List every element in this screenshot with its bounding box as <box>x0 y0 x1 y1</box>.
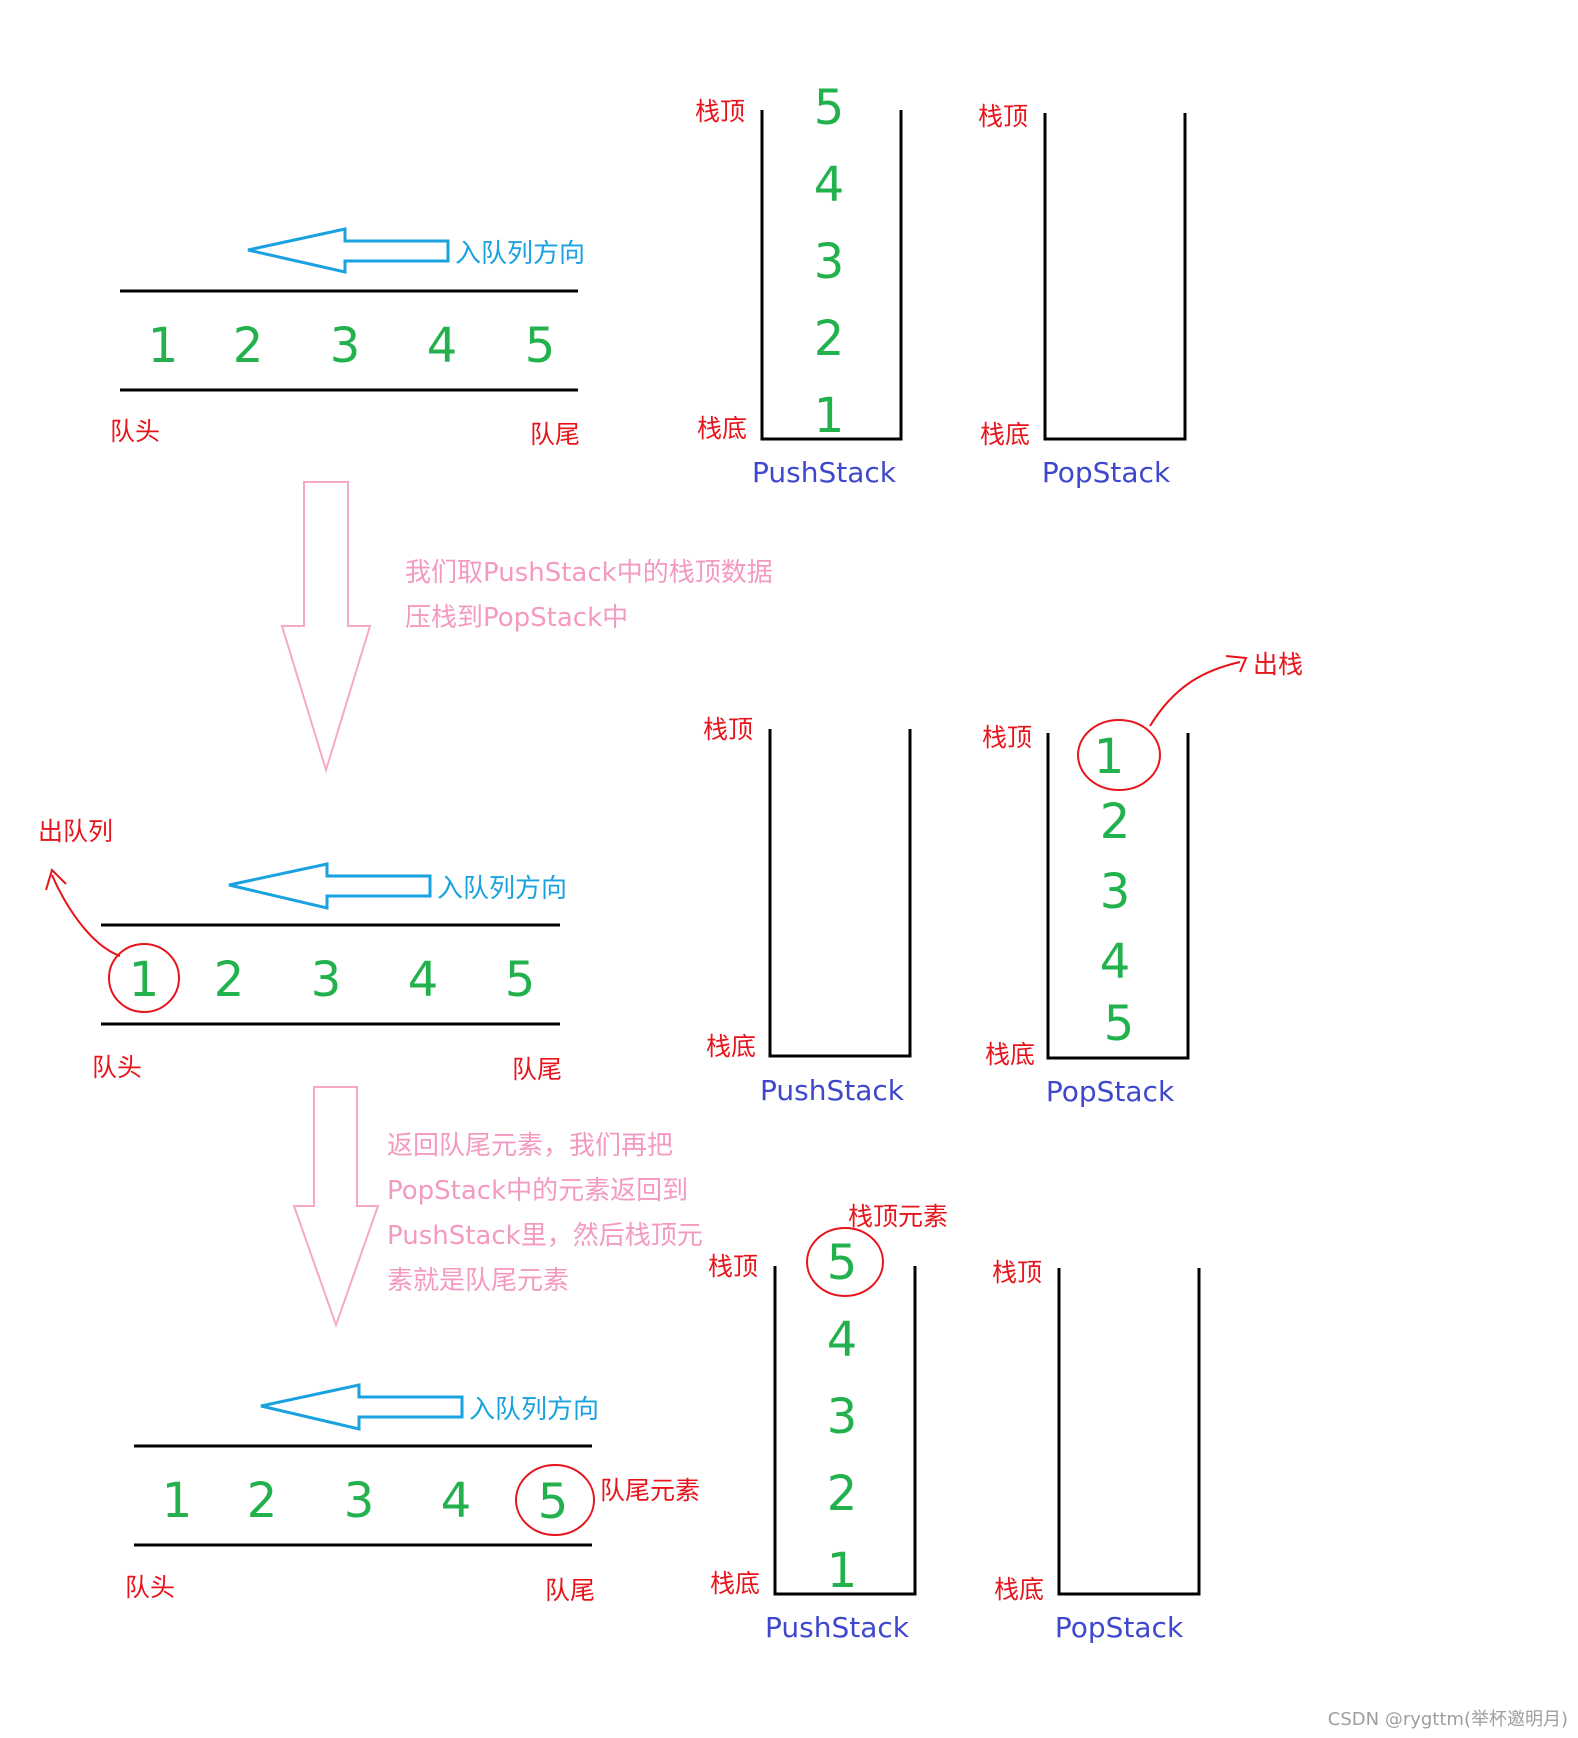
pushstack-value: 5 <box>814 80 845 136</box>
transition-down-arrow <box>280 481 372 774</box>
popstack-value: 5 <box>1104 996 1135 1052</box>
popstack-name: PopStack <box>1046 1075 1175 1108</box>
queue-tail-label: 队尾 <box>545 1576 595 1605</box>
queue-value: 2 <box>214 952 245 1008</box>
pushstack-name: PushStack <box>760 1074 905 1107</box>
pushstack-container <box>760 110 903 441</box>
pushstack-value: 5 <box>827 1235 858 1291</box>
pushstack-value: 1 <box>814 388 845 444</box>
stack-bottom-label: 栈底 <box>710 1569 760 1598</box>
stack-top-highlight-circle <box>806 1227 884 1297</box>
pushstack-value: 4 <box>827 1312 858 1368</box>
pushstack-value: 4 <box>814 157 845 213</box>
queue-tail-label: 队尾 <box>512 1055 562 1084</box>
popstack-name: PopStack <box>1055 1611 1184 1644</box>
stack-bottom-label: 栈底 <box>985 1040 1035 1069</box>
popstack-value: 3 <box>1100 864 1131 920</box>
transition-down-arrow <box>292 1086 380 1329</box>
popstack-container <box>1057 1268 1201 1596</box>
dequeue-label: 出队列 <box>38 817 113 846</box>
pushstack-container <box>773 1266 917 1596</box>
popstack-name: PopStack <box>1042 456 1171 489</box>
stack-top-label: 栈顶 <box>708 1252 758 1281</box>
stack-bottom-label: 栈底 <box>994 1575 1044 1604</box>
popstack-container <box>1043 113 1187 441</box>
pushstack-value: 2 <box>814 311 845 367</box>
step2-note-line: 素就是队尾元素 <box>387 1266 569 1296</box>
enqueue-direction-label: 入队列方向 <box>455 239 585 269</box>
popstack-container <box>1046 733 1190 1060</box>
stack-top-label: 栈顶 <box>695 97 745 126</box>
queue-value: 4 <box>408 952 439 1008</box>
step2-note-line: PushStack里，然后栈顶元 <box>387 1221 703 1251</box>
queue-value: 3 <box>344 1473 375 1529</box>
popstack-value: 4 <box>1100 934 1131 990</box>
dequeue-arrowhead <box>45 868 67 891</box>
queue-tail-label: 队尾 <box>530 420 580 449</box>
queue-value: 3 <box>330 318 361 374</box>
pop-curve-arrow <box>1149 661 1241 727</box>
enqueue-direction-arrow <box>247 227 450 274</box>
queue-head-label: 队头 <box>110 417 160 446</box>
queue-value: 5 <box>538 1474 569 1530</box>
queue-value: 2 <box>233 318 264 374</box>
pop-highlight-circle <box>1077 719 1161 791</box>
dequeue-curve-arrow <box>51 874 121 957</box>
queue-value: 1 <box>129 952 160 1008</box>
queue-value: 4 <box>441 1473 472 1529</box>
queue-value: 3 <box>311 952 342 1008</box>
queue-value: 2 <box>247 1473 278 1529</box>
stack-bottom-label: 栈底 <box>706 1032 756 1061</box>
enqueue-direction-arrow <box>260 1383 464 1431</box>
enqueue-direction-arrow <box>228 862 432 910</box>
pushstack-value: 3 <box>827 1389 858 1445</box>
step1-note-line: 我们取PushStack中的栈顶数据 <box>405 558 773 588</box>
stack-top-label: 栈顶 <box>982 723 1032 752</box>
stack-top-label: 栈顶 <box>703 715 753 744</box>
pushstack-name: PushStack <box>765 1611 910 1644</box>
pop-arrowhead <box>1225 655 1248 673</box>
queue-value: 4 <box>427 318 458 374</box>
step1-note-line: 压栈到PopStack中 <box>405 603 628 633</box>
section-return-state: 入队列方向 1 2 3 4 5 队尾元素 队头 队尾 栈顶 栈底 栈顶元素 5 … <box>125 1202 1201 1644</box>
queue-value: 5 <box>525 318 556 374</box>
queue-tail-element-label: 队尾元素 <box>600 1476 700 1505</box>
stack-top-label: 栈顶 <box>992 1258 1042 1287</box>
pushstack-container <box>768 729 912 1058</box>
enqueue-direction-label: 入队列方向 <box>469 1395 599 1425</box>
queue-value: 1 <box>162 1473 193 1529</box>
step2-note-line: PopStack中的元素返回到 <box>387 1176 688 1206</box>
pushstack-name: PushStack <box>752 456 897 489</box>
queue-head-label: 队头 <box>92 1053 142 1082</box>
stack-bottom-label: 栈底 <box>697 414 747 443</box>
queue-value: 1 <box>148 318 179 374</box>
popstack-value: 1 <box>1094 729 1125 785</box>
queue-tail-highlight-circle <box>515 1464 595 1536</box>
step2-note-line: 返回队尾元素，我们再把 <box>387 1131 673 1161</box>
enqueue-direction-label: 入队列方向 <box>437 874 567 904</box>
queue-value: 5 <box>505 952 536 1008</box>
section-initial-state: 入队列方向 1 2 3 4 5 队头 队尾 栈顶 栈底 5 4 3 2 1 Pu… <box>110 80 1187 489</box>
queue-head-label: 队头 <box>125 1573 175 1602</box>
stack-top-label: 栈顶 <box>978 102 1028 131</box>
pushstack-value: 3 <box>814 234 845 290</box>
pushstack-value: 2 <box>827 1466 858 1522</box>
stack-top-element-label: 栈顶元素 <box>848 1202 948 1231</box>
pop-label: 出栈 <box>1253 650 1303 679</box>
dequeue-highlight-circle <box>108 943 180 1013</box>
popstack-value: 2 <box>1100 794 1131 850</box>
pushstack-value: 1 <box>827 1543 858 1599</box>
section-dequeue-state: 出队列 入队列方向 1 2 3 4 5 队头 队尾 栈顶 栈底 PushStac… <box>38 650 1303 1108</box>
watermark: CSDN @rygttm(举杯邀明月) <box>1328 1709 1568 1730</box>
stack-bottom-label: 栈底 <box>980 420 1030 449</box>
